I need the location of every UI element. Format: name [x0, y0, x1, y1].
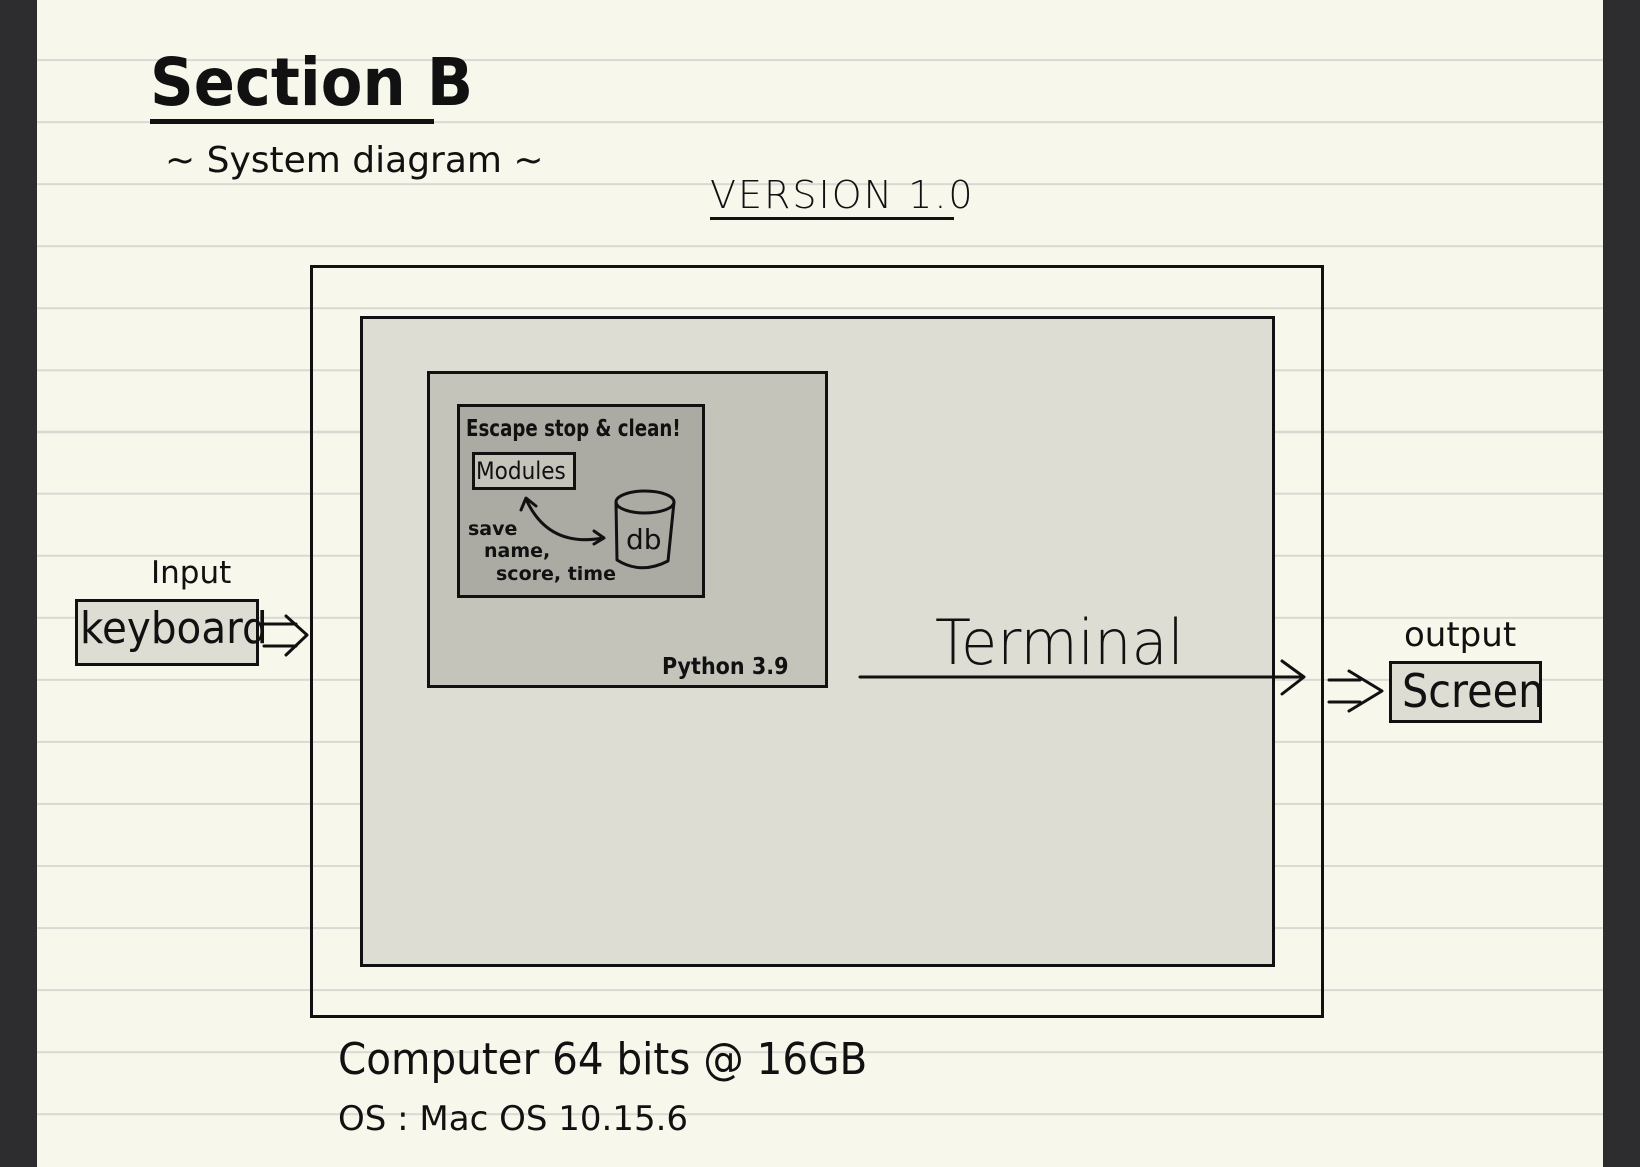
input-label: Input	[151, 555, 232, 591]
terminal-arrowhead	[1280, 659, 1306, 696]
save-arrowhead-top	[519, 496, 538, 512]
title-underline	[150, 119, 434, 124]
keyboard-box	[75, 599, 259, 666]
escape-note: Escape stop & clean!	[466, 416, 681, 442]
screen-label: Screen	[1402, 664, 1545, 718]
output-label: output	[1404, 615, 1517, 655]
save-label-line-1: save	[468, 518, 518, 540]
db-label: db	[626, 523, 662, 556]
terminal-label: Terminal	[935, 606, 1184, 679]
save-curve-arrow	[524, 497, 605, 542]
keyboard-label: keyboard	[80, 603, 268, 654]
section-subtitle: ~ System diagram ~	[165, 140, 544, 181]
modules-label: Modules	[476, 457, 566, 485]
python-label: Python 3.9	[662, 654, 789, 680]
program-box	[457, 404, 705, 598]
save-label-line-3: score, time	[496, 563, 616, 585]
computer-spec: Computer 64 bits @ 16GB	[338, 1034, 868, 1085]
screen-box	[1389, 661, 1542, 723]
section-title: Section B	[150, 44, 474, 121]
modules-box	[472, 452, 576, 490]
version-underline	[710, 217, 954, 220]
output-double-arrow	[1327, 669, 1384, 713]
version-label: VERSION 1.0	[710, 173, 975, 217]
save-label-line-2: name,	[484, 540, 551, 562]
save-arrowhead-right	[592, 529, 606, 546]
os-spec: OS : Mac OS 10.15.6	[338, 1099, 689, 1139]
computer-box	[310, 265, 1324, 1018]
input-double-arrow	[262, 614, 309, 657]
db-cylinder-icon	[614, 489, 676, 570]
